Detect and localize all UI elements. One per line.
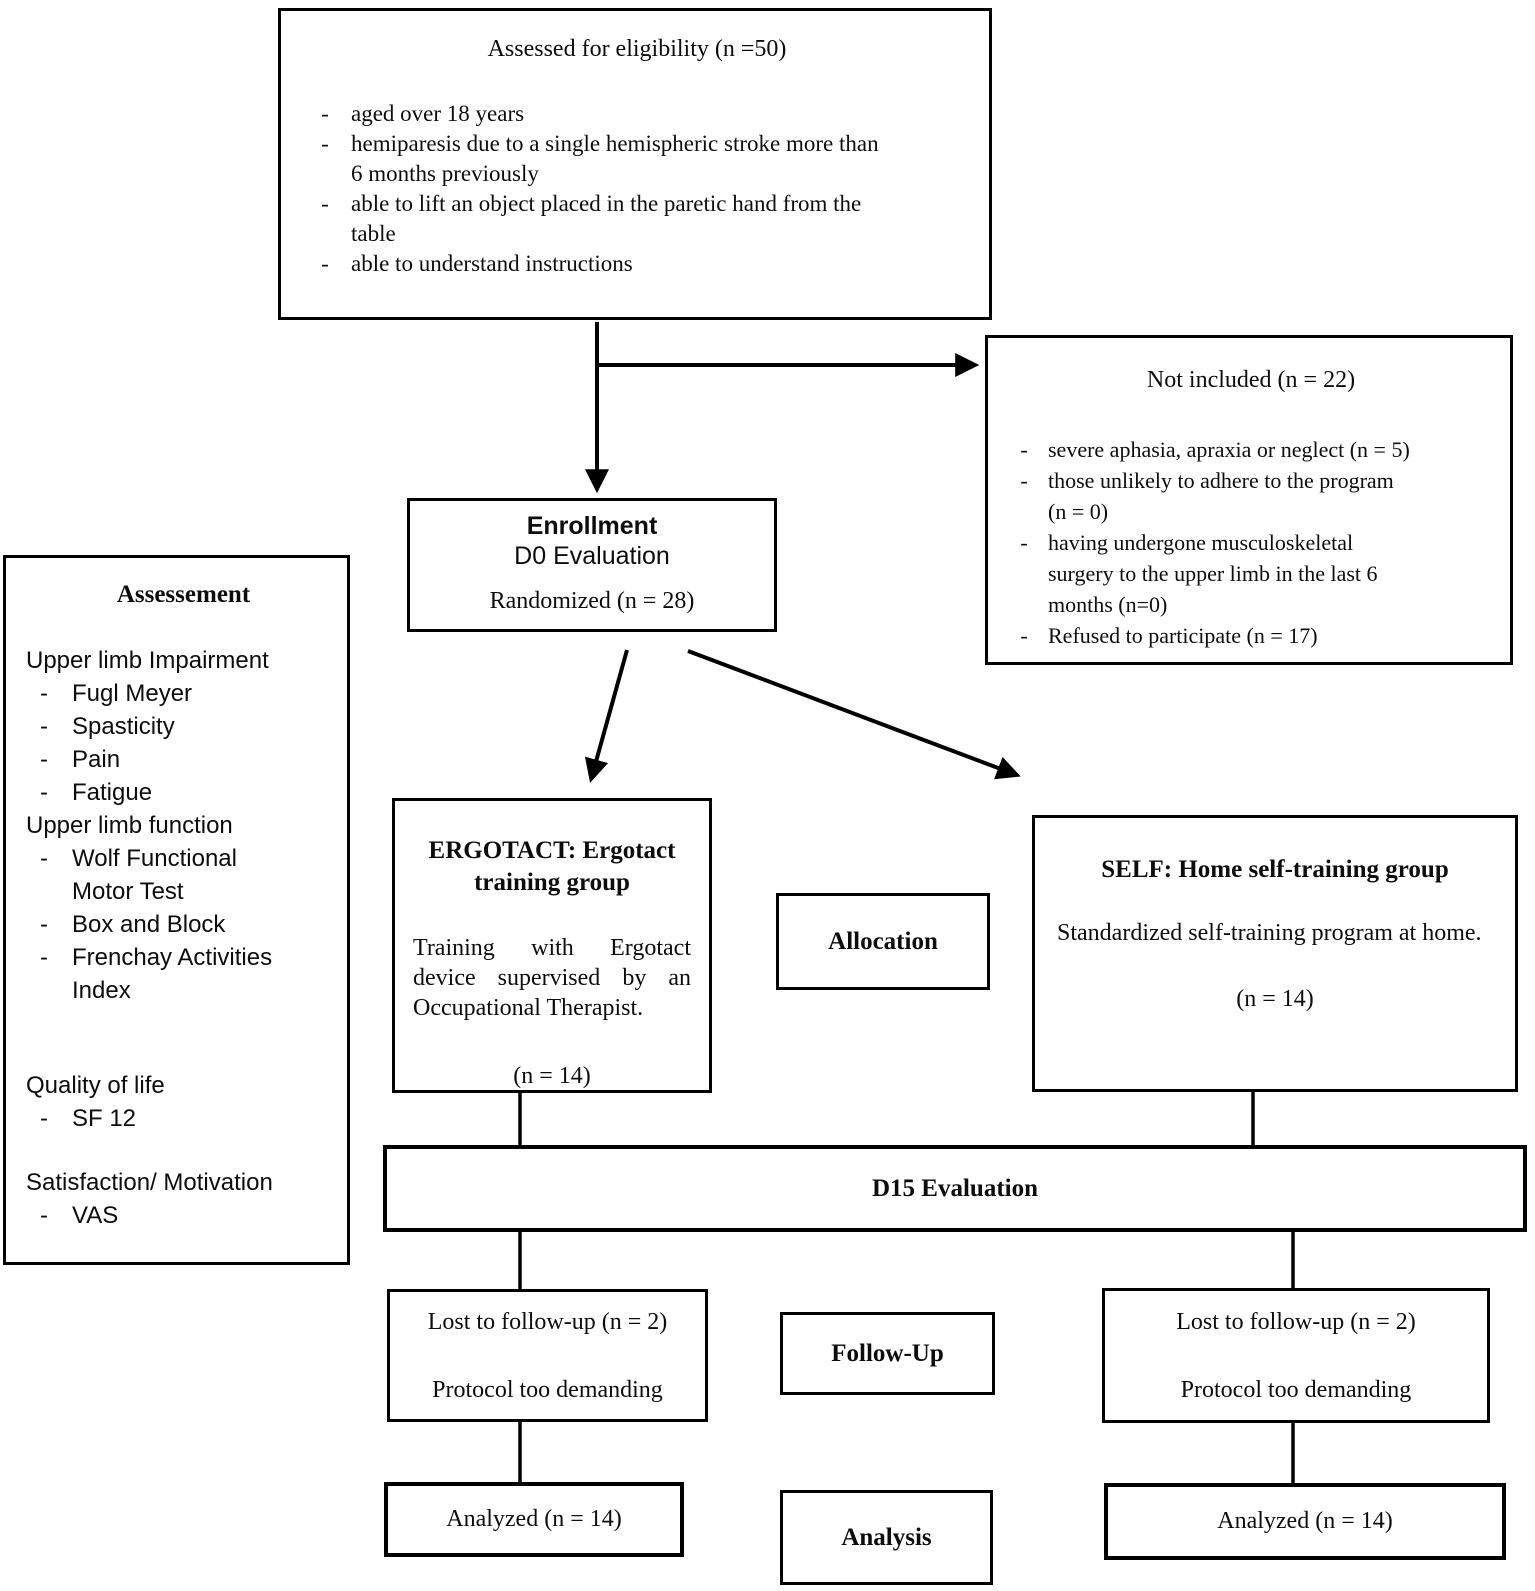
assessment-item: - Fugl Meyer [26, 677, 341, 710]
not-included-box: Not included (n = 22) - severe aphasia, … [985, 335, 1513, 665]
assessment-body: Upper limb Impairment - Fugl Meyer - Spa… [26, 644, 341, 1232]
list-item: - aged over 18 years [299, 99, 975, 129]
lost-left-line2: Protocol too demanding [432, 1376, 663, 1403]
analyzed-right-label: Analyzed (n = 14) [1217, 1508, 1393, 1534]
list-item: - hemiparesis due to a single hemispheri… [299, 129, 975, 189]
d15-evaluation-box: D15 Evaluation [383, 1145, 1527, 1232]
bullet-dash: - [40, 911, 48, 938]
lost-right-line2: Protocol too demanding [1180, 1376, 1412, 1403]
assessment-item-text: Box and Block [72, 911, 226, 938]
assessment-item: - Spasticity [26, 710, 341, 743]
assessment-group-heading: Quality of life [26, 1072, 165, 1099]
analysis-label-box: Analysis [780, 1490, 993, 1585]
assessment-item-text: Spasticity [72, 713, 175, 740]
bullet-dash: - [1020, 623, 1028, 648]
self-title: SELF: Home self-training group [1101, 856, 1449, 883]
assessment-item: - Wolf Functional Motor Test [26, 842, 341, 908]
eligibility-title: Assessed for eligibility (n =50) [487, 36, 787, 62]
list-item-text: hemiparesis due to a single hemispheric … [351, 131, 879, 186]
lost-left-line1: Lost to follow-up (n = 2) [427, 1308, 668, 1335]
bullet-dash: - [1020, 437, 1028, 462]
analyzed-right-box: Analyzed (n = 14) [1104, 1483, 1506, 1560]
list-item-text: Refused to participate (n = 17) [1048, 623, 1318, 648]
analyzed-left-label: Analyzed (n = 14) [446, 1506, 622, 1532]
ergotact-description: Training with Ergotact device supervised… [413, 935, 691, 1021]
lost-to-followup-right-box: Lost to follow-up (n = 2) Protocol too d… [1102, 1288, 1490, 1423]
eligibility-criteria-list: - aged over 18 years - hemiparesis due t… [299, 99, 975, 279]
assessment-item: - SF 12 [26, 1102, 341, 1135]
list-item-text: able to understand instructions [351, 251, 633, 276]
followup-label-box: Follow-Up [780, 1312, 995, 1395]
allocation-label-box: Allocation [776, 893, 990, 990]
assessment-item-text: SF 12 [72, 1105, 137, 1132]
ergotact-title: ERGOTACT: Ergotact training group [428, 837, 676, 896]
list-item-text: severe aphasia, apraxia or neglect (n = … [1048, 437, 1410, 462]
assessment-item: - Pain [26, 743, 341, 776]
bullet-dash: - [321, 101, 329, 126]
analyzed-left-box: Analyzed (n = 14) [384, 1482, 684, 1557]
bullet-dash: - [40, 746, 48, 773]
list-item-text: able to lift an object placed in the par… [351, 191, 862, 246]
bullet-dash: - [1020, 530, 1028, 555]
bullet-dash: - [40, 1105, 48, 1132]
list-item: - those unlikely to adhere to the progra… [1000, 465, 1502, 527]
lost-right-line1: Lost to follow-up (n = 2) [1176, 1308, 1416, 1335]
self-n: (n = 14) [1236, 986, 1314, 1012]
bullet-dash: - [40, 713, 48, 740]
assessment-item-text: Fatigue [72, 779, 153, 806]
assessment-item: - Fatigue [26, 776, 341, 809]
analysis-label: Analysis [841, 1523, 932, 1551]
list-item: - able to understand instructions [299, 249, 975, 279]
ergotact-group-box: ERGOTACT: Ergotact training group Traini… [392, 798, 712, 1093]
arrow-enrollment-to-self [687, 649, 1021, 780]
list-item: - Refused to participate (n = 17) [1000, 620, 1502, 651]
list-item: - severe aphasia, apraxia or neglect (n … [1000, 434, 1502, 465]
bullet-dash: - [40, 779, 48, 806]
assessment-item-text: Pain [72, 746, 121, 773]
ergotact-n: (n = 14) [513, 1063, 591, 1089]
assessment-item-text: Wolf Functional Motor Test [72, 845, 237, 905]
lost-to-followup-left-box: Lost to follow-up (n = 2) Protocol too d… [387, 1289, 708, 1422]
assessment-item-text: Frenchay Activities Index [72, 944, 273, 1004]
assessment-group-heading: Satisfaction/ Motivation [26, 1169, 273, 1196]
self-group-box: SELF: Home self-training group Standardi… [1032, 815, 1518, 1092]
d15-evaluation-label: D15 Evaluation [871, 1174, 1038, 1202]
enrollment-title: Enrollment [526, 512, 658, 540]
bullet-dash: - [321, 131, 329, 156]
enrollment-subtitle: D0 Evaluation [514, 542, 670, 570]
list-item: - having undergone musculoskeletal surge… [1000, 527, 1502, 620]
assessment-item: - VAS [26, 1199, 341, 1232]
list-item-text: aged over 18 years [351, 101, 525, 126]
assessment-group-heading: Upper limb Impairment [26, 647, 269, 674]
bullet-dash: - [321, 251, 329, 276]
bullet-dash: - [40, 845, 48, 872]
bullet-dash: - [40, 1202, 48, 1229]
assessment-item-text: Fugl Meyer [72, 680, 193, 707]
assessment-group-heading: Upper limb function [26, 812, 233, 839]
followup-label: Follow-Up [831, 1339, 944, 1367]
assessment-item: - Box and Block [26, 908, 341, 941]
bullet-dash: - [40, 944, 48, 971]
bullet-dash: - [40, 680, 48, 707]
arrow-enrollment-to-ergotact [584, 649, 629, 783]
bullet-dash: - [1020, 468, 1028, 493]
enrollment-box: Enrollment D0 Evaluation Randomized (n =… [407, 498, 777, 632]
list-item: - able to lift an object placed in the p… [299, 189, 975, 249]
eligibility-box: Assessed for eligibility (n =50) - aged … [278, 8, 992, 320]
assessment-box: Assessement Upper limb Impairment - Fugl… [3, 555, 350, 1265]
self-description: Standardized self-training program at ho… [1057, 920, 1482, 946]
not-included-title: Not included (n = 22) [1146, 367, 1356, 393]
bullet-dash: - [321, 191, 329, 216]
assessment-title: Assessement [116, 581, 251, 608]
list-item-text: having undergone musculoskeletal surgery… [1048, 530, 1378, 617]
assessment-item: - Frenchay Activities Index [26, 941, 341, 1007]
not-included-list: - severe aphasia, apraxia or neglect (n … [1000, 434, 1502, 651]
enrollment-randomized: Randomized (n = 28) [489, 588, 695, 614]
allocation-label: Allocation [828, 927, 938, 955]
list-item-text: those unlikely to adhere to the program … [1048, 468, 1394, 524]
assessment-item-text: VAS [72, 1202, 119, 1229]
